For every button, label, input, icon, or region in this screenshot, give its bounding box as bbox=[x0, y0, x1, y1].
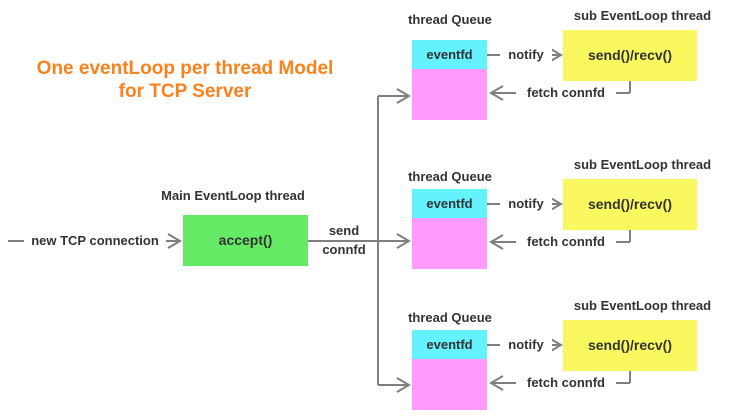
main-eventloop-thread-label: Main EventLoop thread bbox=[161, 188, 305, 203]
sub-eventloop-thread-label: sub EventLoop thread bbox=[573, 157, 712, 172]
fetch-connfd-label: fetch connfd bbox=[516, 85, 616, 101]
eventfd-box: eventfd bbox=[412, 189, 487, 218]
arrowhead-left-icon bbox=[489, 85, 504, 101]
arrowhead-right-icon bbox=[548, 337, 563, 353]
sub-eventloop-thread-label: sub EventLoop thread bbox=[573, 8, 712, 23]
diagram-title: One eventLoop per thread Model for TCP S… bbox=[25, 57, 345, 103]
arrowhead-right-icon bbox=[396, 88, 411, 104]
queue-body-box bbox=[412, 69, 487, 120]
arrowhead-left-icon bbox=[489, 375, 504, 391]
title-line-2: for TCP Server bbox=[118, 81, 252, 102]
send-recv-box: send()/recv() bbox=[563, 179, 697, 230]
thread-queue-label: thread Queue bbox=[408, 310, 492, 325]
title-line-1: One eventLoop per thread Model bbox=[36, 58, 334, 79]
queue-body-box bbox=[412, 218, 487, 269]
arrowhead-right-icon bbox=[548, 196, 563, 212]
fetch-connfd-label: fetch connfd bbox=[516, 375, 616, 391]
arrowhead-right-icon bbox=[396, 233, 411, 249]
send-connfd-label-line2: connfd bbox=[322, 242, 366, 257]
accept-box: accept() bbox=[183, 215, 308, 266]
arrowhead-left-icon bbox=[489, 234, 504, 250]
new-tcp-connection-label: new TCP connection bbox=[24, 233, 166, 249]
eventfd-box: eventfd bbox=[412, 330, 487, 359]
arrowhead-right-icon bbox=[396, 377, 411, 393]
send-recv-box: send()/recv() bbox=[563, 30, 697, 81]
fetch-connfd-label: fetch connfd bbox=[516, 234, 616, 250]
thread-queue-label: thread Queue bbox=[408, 169, 492, 184]
eventfd-box: eventfd bbox=[412, 40, 487, 69]
send-connfd-label-line1: send bbox=[328, 223, 360, 238]
thread-queue-label: thread Queue bbox=[408, 12, 492, 27]
send-recv-box: send()/recv() bbox=[563, 320, 697, 371]
notify-label: notify bbox=[500, 196, 552, 212]
notify-label: notify bbox=[500, 337, 552, 353]
notify-label: notify bbox=[500, 47, 552, 63]
sub-eventloop-thread-label: sub EventLoop thread bbox=[573, 298, 712, 313]
queue-body-box bbox=[412, 359, 487, 410]
arrowhead-right-icon bbox=[167, 233, 182, 249]
arrowhead-right-icon bbox=[548, 47, 563, 63]
